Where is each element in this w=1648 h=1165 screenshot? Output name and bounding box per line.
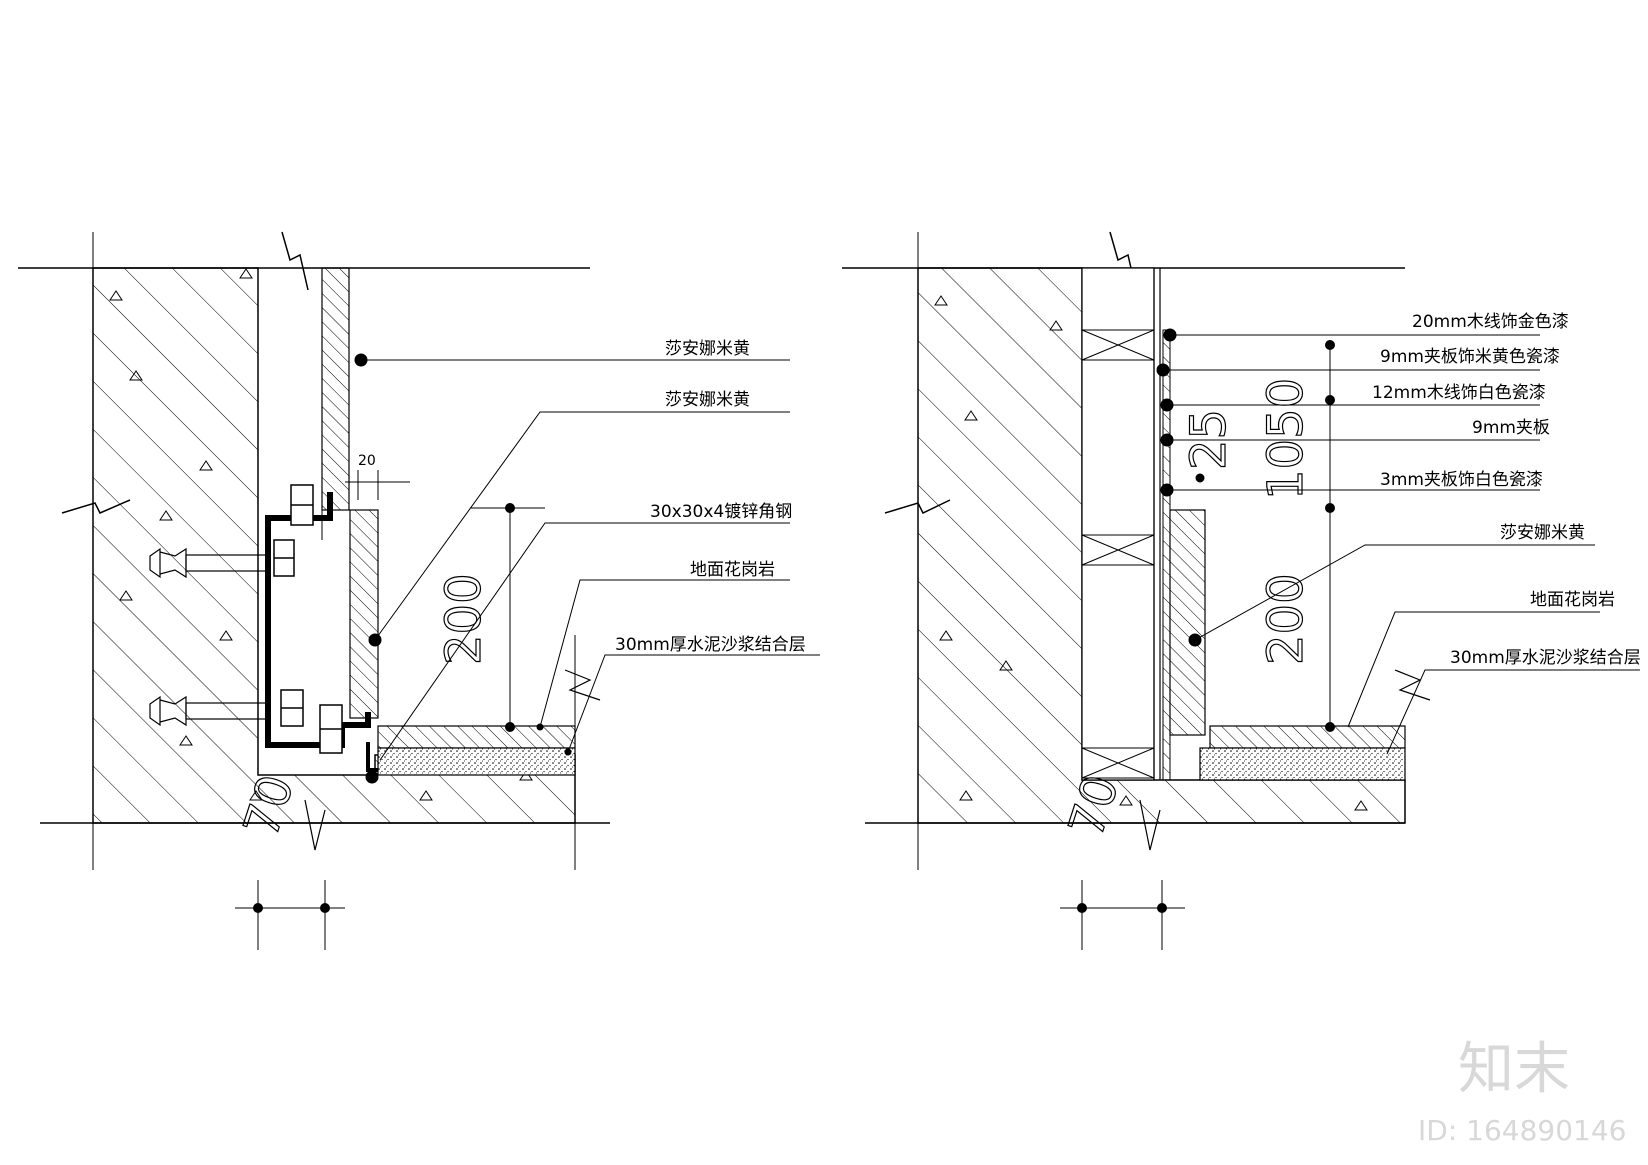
left-stone-skirting xyxy=(349,509,379,719)
left-leaders xyxy=(354,353,820,784)
left-dim-20: 20 xyxy=(345,453,410,500)
left-label-1: 莎安娜米黄 xyxy=(665,339,750,359)
left-anchors xyxy=(149,547,267,727)
left-detail: 20 200 70 xyxy=(18,231,820,950)
left-label-5: 30mm厚水泥沙浆结合层 xyxy=(615,635,806,655)
right-dim-200: 200 xyxy=(1257,508,1335,732)
left-dim-20-text: 20 xyxy=(358,453,376,469)
right-dim-1050-text: 1050 xyxy=(1258,378,1314,500)
left-dim-200: 200 xyxy=(435,503,545,732)
right-label-6: 莎安娜米黄 xyxy=(1500,523,1585,543)
right-aggregate xyxy=(934,295,1368,811)
right-label-1: 20mm木线饰金色漆 xyxy=(1412,312,1569,332)
left-mortar xyxy=(377,747,576,776)
left-dim-200-text: 200 xyxy=(436,573,492,665)
watermark-id: ID: 164890146 xyxy=(1418,1114,1626,1147)
watermark-logo: 知末 xyxy=(1458,1037,1570,1102)
left-stone-upper xyxy=(321,267,350,511)
right-leaders xyxy=(1156,328,1640,755)
right-label-8: 30mm厚水泥沙浆结合层 xyxy=(1450,648,1641,668)
right-label-2: 9mm夹板饰米黄色瓷漆 xyxy=(1380,347,1560,367)
left-floor-granite xyxy=(377,725,576,749)
left-label-3: 30x30x4镀锌角钢 xyxy=(650,502,792,522)
left-label-2: 莎安娜米黄 xyxy=(665,390,750,410)
left-break-top xyxy=(281,231,309,291)
right-label-5: 3mm夹板饰白色瓷漆 xyxy=(1380,470,1543,490)
right-mortar xyxy=(1199,747,1406,781)
right-label-4: 9mm夹板 xyxy=(1472,418,1550,438)
right-stone-skirting xyxy=(1169,509,1206,736)
right-dim-25-text: 25 xyxy=(1181,409,1237,470)
right-dim-200-text: 200 xyxy=(1258,573,1314,665)
right-label-7: 地面花岗岩 xyxy=(1530,590,1615,610)
left-label-4: 地面花岗岩 xyxy=(690,560,775,580)
right-floor-granite xyxy=(1209,725,1406,749)
right-label-3: 12mm木线饰白色瓷漆 xyxy=(1372,383,1546,403)
right-detail: 1050 25 200 70 xyxy=(842,231,1641,950)
left-bolts xyxy=(273,484,343,754)
right-dim-upper: 1050 25 xyxy=(1180,340,1335,513)
